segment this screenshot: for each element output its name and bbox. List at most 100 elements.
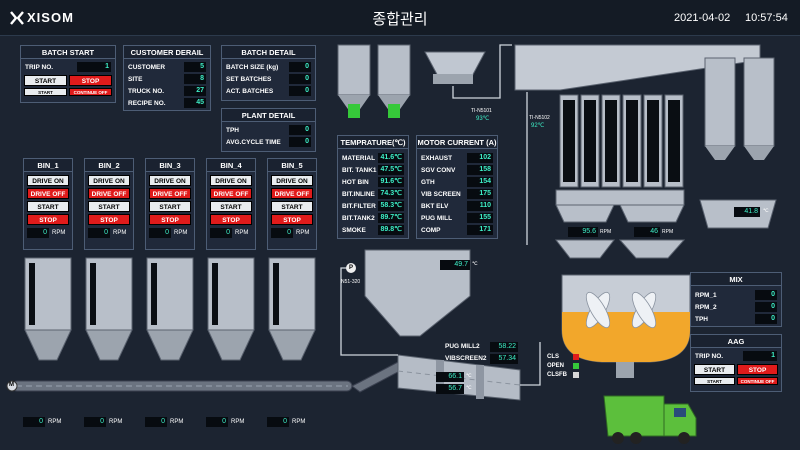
aag-start-small-button[interactable]: START [694,377,735,385]
drive-off-button[interactable]: DRIVE OFF [210,188,252,199]
bin-rpm: 0 RPM [85,225,133,238]
bin-zero-unit: % [123,323,129,329]
bin-stop-button[interactable]: STOP [271,214,313,225]
drum-value-2: 56.7 [436,384,464,394]
mix-tph-value: 0 [755,314,777,324]
truck-value: 27 [184,86,206,96]
bin-ton-value: 0.0 [161,337,171,344]
bin-rpm: 0 RPM [146,225,194,238]
bin-ton: 0.0 Ton [39,337,58,344]
bin-level: 100% [114,264,129,270]
legend-label: CLSFB [547,371,567,378]
temp-value: 41.6℃ [378,153,404,163]
bin-ton-value: 0.0 [222,337,232,344]
motor-row: GTH 154 [417,176,497,188]
bin-panel: BIN_5 DRIVE ON DRIVE OFF START STOP 0 RP… [267,158,317,250]
motor-label: BKT ELV [421,202,449,210]
legend-item: CLS [547,352,579,361]
drive-on-button[interactable]: DRIVE ON [88,175,130,186]
bin-stop-button[interactable]: STOP [210,214,252,225]
header-bar [0,0,800,36]
drive-off-button[interactable]: DRIVE OFF [88,188,130,199]
bin-stop-button[interactable]: STOP [149,214,191,225]
bin-ton-unit: Ton [171,338,180,343]
header-time: 10:57:54 [745,12,788,24]
bin-stop-button[interactable]: STOP [27,214,69,225]
legend-item: OPEN [547,361,579,370]
bin-start-button[interactable]: START [271,201,313,212]
drive-on-button[interactable]: DRIVE ON [27,175,69,186]
drive-on-button[interactable]: DRIVE ON [149,175,191,186]
bin-stop-button[interactable]: STOP [88,214,130,225]
motor-icon: M [9,382,14,388]
weigh2-value: 46 [634,227,660,237]
bin-level-zero: 0% [242,323,251,329]
silo-temp-value: 41.8 [734,207,760,217]
bin-rpm-unit: RPM [52,230,66,236]
motor-label: GTH [421,178,435,186]
motor-label: EXHAUST [421,154,453,162]
legend-swatch [573,362,579,369]
bin-ton-value: 0.0 [39,337,49,344]
pug-mill2-value: 58.22 [490,342,518,352]
bin-level-value: 100 [53,264,64,270]
drive-on-button[interactable]: DRIVE ON [210,175,252,186]
hopper-temp-unit: ℃ [472,261,478,267]
drive-off-button[interactable]: DRIVE OFF [27,188,69,199]
bin-ton-unit: Ton [49,338,58,343]
bin-level-unit: % [124,264,130,270]
bin-ton: 0.0 Ton [100,337,119,344]
weigh2-unit: RPM [662,229,674,235]
motor-value: 158 [467,165,493,175]
bin-title: BIN_2 [85,159,133,172]
bin-start-button[interactable]: START [88,201,130,212]
aag-continue-off-button[interactable]: CONTINUE OFF [737,377,778,385]
bin-zero-unit: % [245,323,251,329]
belt-rpm-unit: RPM [109,419,123,425]
customer-label: CUSTOMER [128,63,166,71]
stop-button[interactable]: STOP [69,75,112,86]
bin-level-unit: % [63,264,69,270]
bin-panel: BIN_1 DRIVE ON DRIVE OFF START STOP 0 RP… [23,158,73,250]
motor-value: 175 [467,189,493,199]
hopper-temp-value: 49.7 [440,260,470,270]
bin-rpm-value: 0 [210,228,232,238]
bin-start-button[interactable]: START [27,201,69,212]
start-button[interactable]: START [24,75,67,86]
temp-value: 91.6℃ [378,177,404,187]
batch-start-panel: BATCH START TRIP NO. 1 START STOP START … [20,45,116,103]
bin-start-button[interactable]: START [210,201,252,212]
drive-off-button[interactable]: DRIVE OFF [149,188,191,199]
start-small-button[interactable]: START [24,88,67,96]
recipe-label: RECIPE NO. [128,99,166,107]
aag-start-button[interactable]: START [694,364,735,375]
continue-off-button[interactable]: CONTINUE OFF [69,88,112,96]
drum-unit-2: ℃ [466,385,472,391]
drum-unit-1: ℃ [466,373,472,379]
bin-title: BIN_5 [268,159,316,172]
bin-start-button[interactable]: START [149,201,191,212]
bin-level-value: 100 [297,264,308,270]
logo-text: XISOM [27,10,74,25]
bin-level-zero: 0% [59,323,68,329]
motor-value: 154 [467,177,493,187]
bin-level-zero: 0% [120,323,129,329]
aag-stop-button[interactable]: STOP [737,364,778,375]
drive-on-button[interactable]: DRIVE ON [271,175,313,186]
temp-value: 74.3℃ [378,189,404,199]
bin-rpm-unit: RPM [174,230,188,236]
tph-label: TPH [226,126,239,134]
drum-value-1: 66.1 [436,372,464,382]
n51-label: N51-320 [341,279,361,285]
drive-off-button[interactable]: DRIVE OFF [271,188,313,199]
batch-detail-title: BATCH DETAIL [222,46,315,59]
bin-level-unit: % [307,264,313,270]
